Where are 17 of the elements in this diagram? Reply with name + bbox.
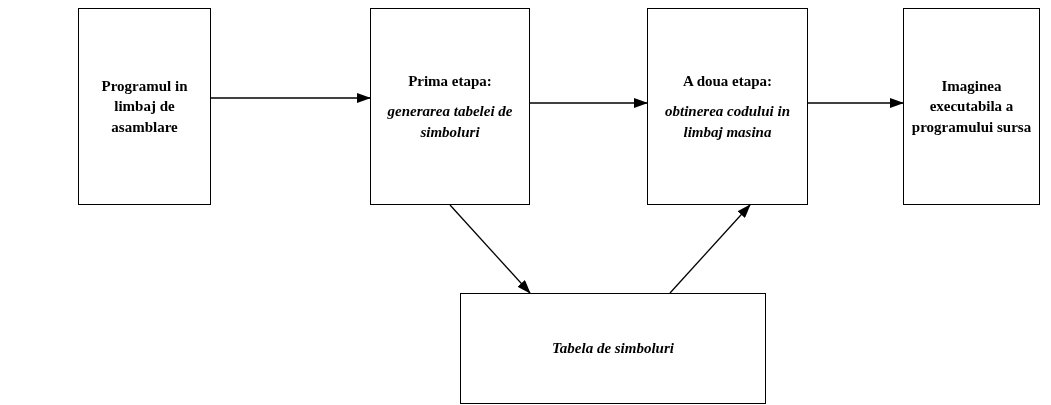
arrow (210, 93, 371, 103)
box-heading: A doua etapa: (682, 72, 773, 92)
arrow (669, 204, 751, 294)
arrow (529, 98, 648, 108)
process-box (370, 8, 530, 205)
box-text: obtinerea codului in limbaj masina (664, 102, 791, 142)
arrow (449, 204, 531, 294)
process-box (78, 8, 211, 205)
box-text: generarea tabelei de simboluri (386, 102, 514, 142)
box-heading: Prima etapa: (408, 72, 492, 92)
box-text: Tabela de simboluri (552, 339, 674, 359)
box-text: Imaginea executabila a programului sursa (910, 77, 1033, 137)
process-box (903, 8, 1040, 205)
process-box (460, 293, 766, 404)
box-text: Programul in limbaj de asamblare (100, 77, 189, 137)
arrow (807, 98, 904, 108)
process-box (647, 8, 808, 205)
